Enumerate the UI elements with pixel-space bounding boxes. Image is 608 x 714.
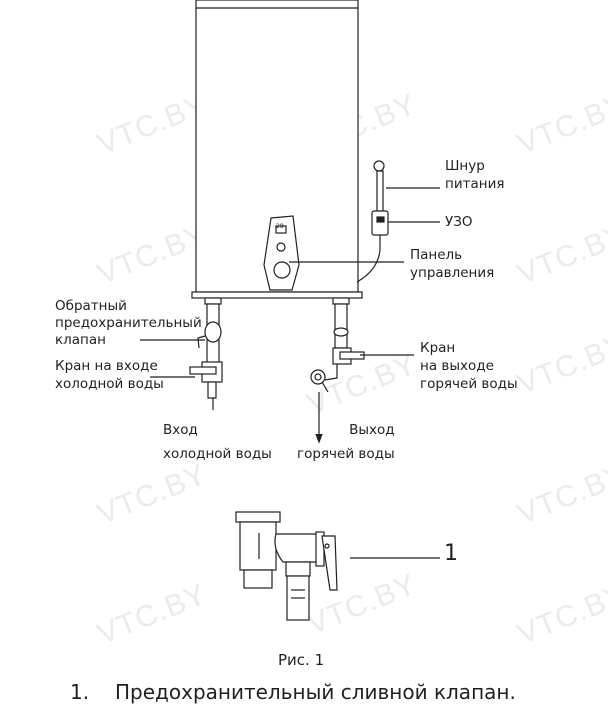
label-cord: Шнур питания <box>445 157 504 193</box>
label-line: горячей воды <box>297 446 395 462</box>
figure-caption: Рис. 1 <box>278 651 325 669</box>
valve-number: 1 <box>444 541 458 566</box>
label-inlet: Вход холодной воды <box>163 418 272 466</box>
outlet-assembly <box>310 297 365 444</box>
label-line: питания <box>445 176 505 192</box>
inlet-assembly <box>189 297 223 399</box>
label-line: Шнур <box>445 158 485 174</box>
panel-display: 28 <box>276 223 284 230</box>
label-inlet-tap: Кран на входе холодной воды <box>55 357 164 393</box>
power-cord <box>356 160 389 283</box>
safety-drain-valve <box>235 511 440 621</box>
label-line: предохранительный <box>55 315 202 331</box>
legend-text: Предохранительный сливной клапан. <box>115 680 516 704</box>
label-line: Панель <box>410 247 463 263</box>
label-outlet-tap: Кран на выходе горячей воды <box>420 339 518 393</box>
label-rcd: УЗО <box>445 214 473 230</box>
label-line: холодной воды <box>163 446 272 462</box>
label-panel: Панель управления <box>410 246 494 282</box>
label-line: Кран <box>420 340 456 356</box>
label-line: клапан <box>55 332 106 348</box>
label-line: управления <box>410 265 495 281</box>
legend-number: 1. <box>70 680 90 704</box>
label-line: на выходе <box>420 358 494 374</box>
control-panel <box>263 215 300 291</box>
label-outlet: Выход горячей воды <box>297 418 395 466</box>
label-line: Обратный <box>55 298 127 314</box>
label-line: горячей воды <box>420 376 518 392</box>
label-line: холодной воды <box>55 376 164 392</box>
label-line: Кран на входе <box>55 358 158 374</box>
label-line: Вход <box>163 422 198 438</box>
label-line: Выход <box>349 422 395 438</box>
